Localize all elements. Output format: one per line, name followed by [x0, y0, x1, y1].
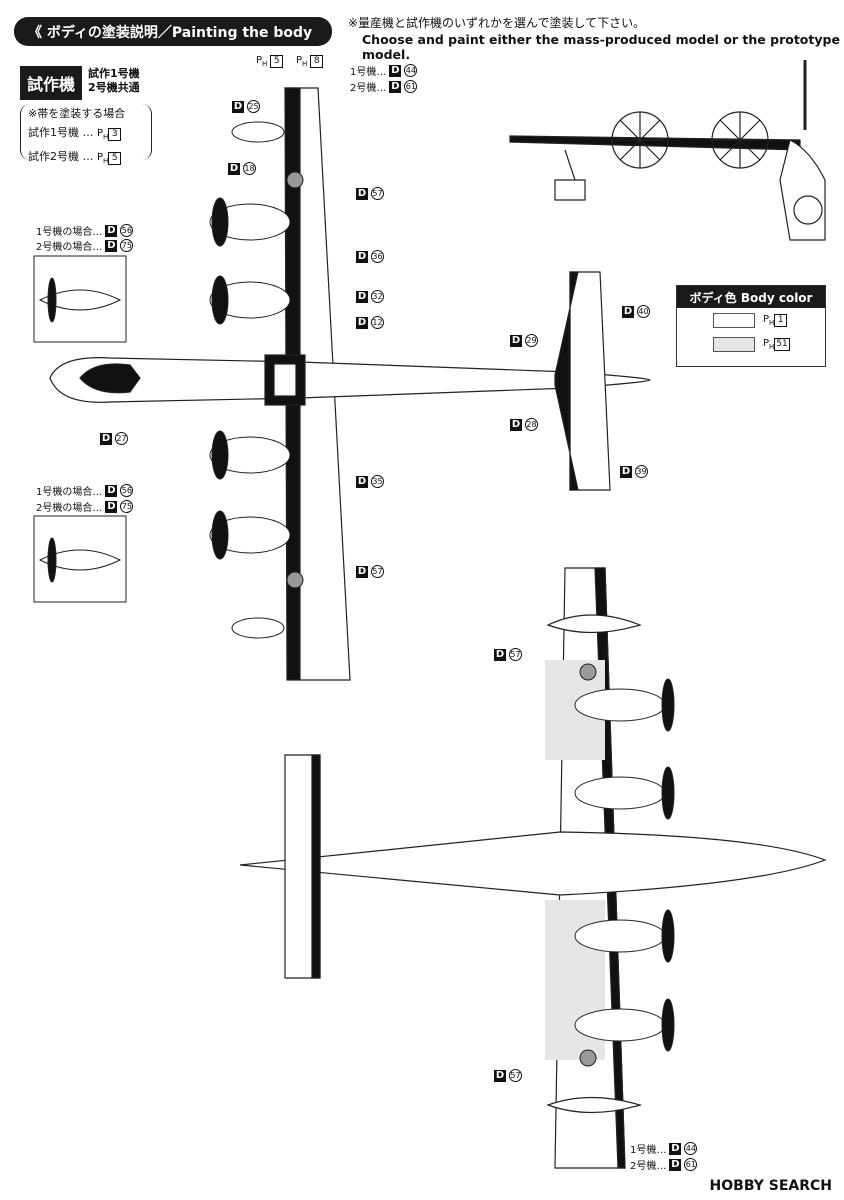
note-en: Choose and paint either the mass-produce… — [362, 32, 840, 62]
bottom-view-engines — [574, 663, 675, 1067]
top-view-fuselage — [49, 354, 651, 406]
bottom-view-fuselage — [239, 831, 827, 896]
note-jp: ※量産機と試作機のいずれかを選んで塗装して下さい。 — [348, 16, 646, 30]
front-view — [509, 60, 826, 241]
top-view-engines — [209, 121, 304, 639]
top-view-tail — [554, 271, 611, 491]
inset-engine-boxes — [33, 255, 127, 603]
watermark: HOBBY SEARCH — [709, 1178, 832, 1194]
body-color-title: ボディ色 Body color — [677, 286, 825, 308]
bottom-view-tail — [284, 754, 321, 979]
band-bracket — [20, 104, 152, 160]
prototype-title: 試作機 — [20, 66, 83, 100]
section-header: 《 ボディの塗装説明／Painting the body — [14, 17, 332, 46]
